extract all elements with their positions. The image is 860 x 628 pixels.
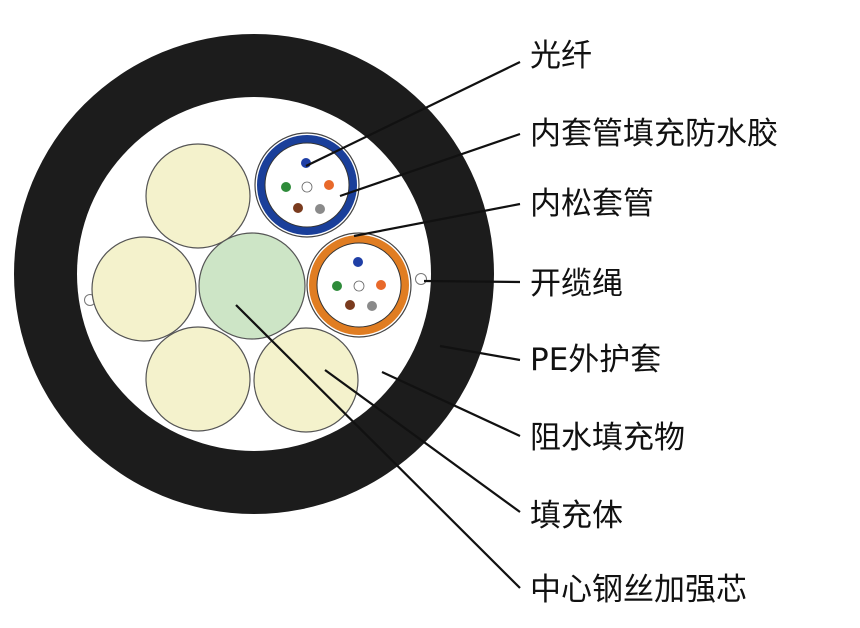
filler-rod-bottom-left [145,326,251,432]
leader-pe-sheath [439,344,521,362]
leader-fiber [305,61,521,167]
fiber-orange [324,180,334,190]
ripcord-right [415,273,427,285]
fiber-brown [345,300,355,310]
fiber-white [353,280,365,292]
leader-inner-tube-gel [339,132,521,198]
filler-rod-left [91,236,197,342]
fiber-blue [353,257,363,267]
label-ripcord: 开缆绳 [530,266,623,302]
loose-tube-orange [306,232,412,338]
leader-water-block-filler [381,371,521,437]
filler-rod-top-left [145,143,251,249]
filler-rod-bottom-right [253,327,359,433]
central-steel-member [198,232,306,340]
label-loose-tube: 内松套管 [530,186,654,222]
leader-central-member [235,304,521,589]
fiber-blue [301,158,311,168]
leader-loose-tube [353,202,521,238]
label-water-block-filler: 阻水填充物 [530,420,685,456]
leader-ripcord [423,279,521,284]
fiber-gray [315,204,325,214]
fiber-gray [367,301,377,311]
label-fiber: 光纤 [530,38,592,74]
label-pe-sheath: PE外护套 [530,342,661,378]
loose-tube-blue [254,132,360,238]
fiber-green [332,281,342,291]
fiber-brown [293,203,303,213]
fiber-green [281,182,291,192]
label-filler-rod: 填充体 [530,498,623,534]
fiber-white [301,181,313,193]
leader-filler-rod [324,369,521,513]
fiber-orange [376,280,386,290]
label-inner-tube-gel: 内套管填充防水胶 [530,116,778,152]
label-central-member: 中心钢丝加强芯 [530,572,747,608]
